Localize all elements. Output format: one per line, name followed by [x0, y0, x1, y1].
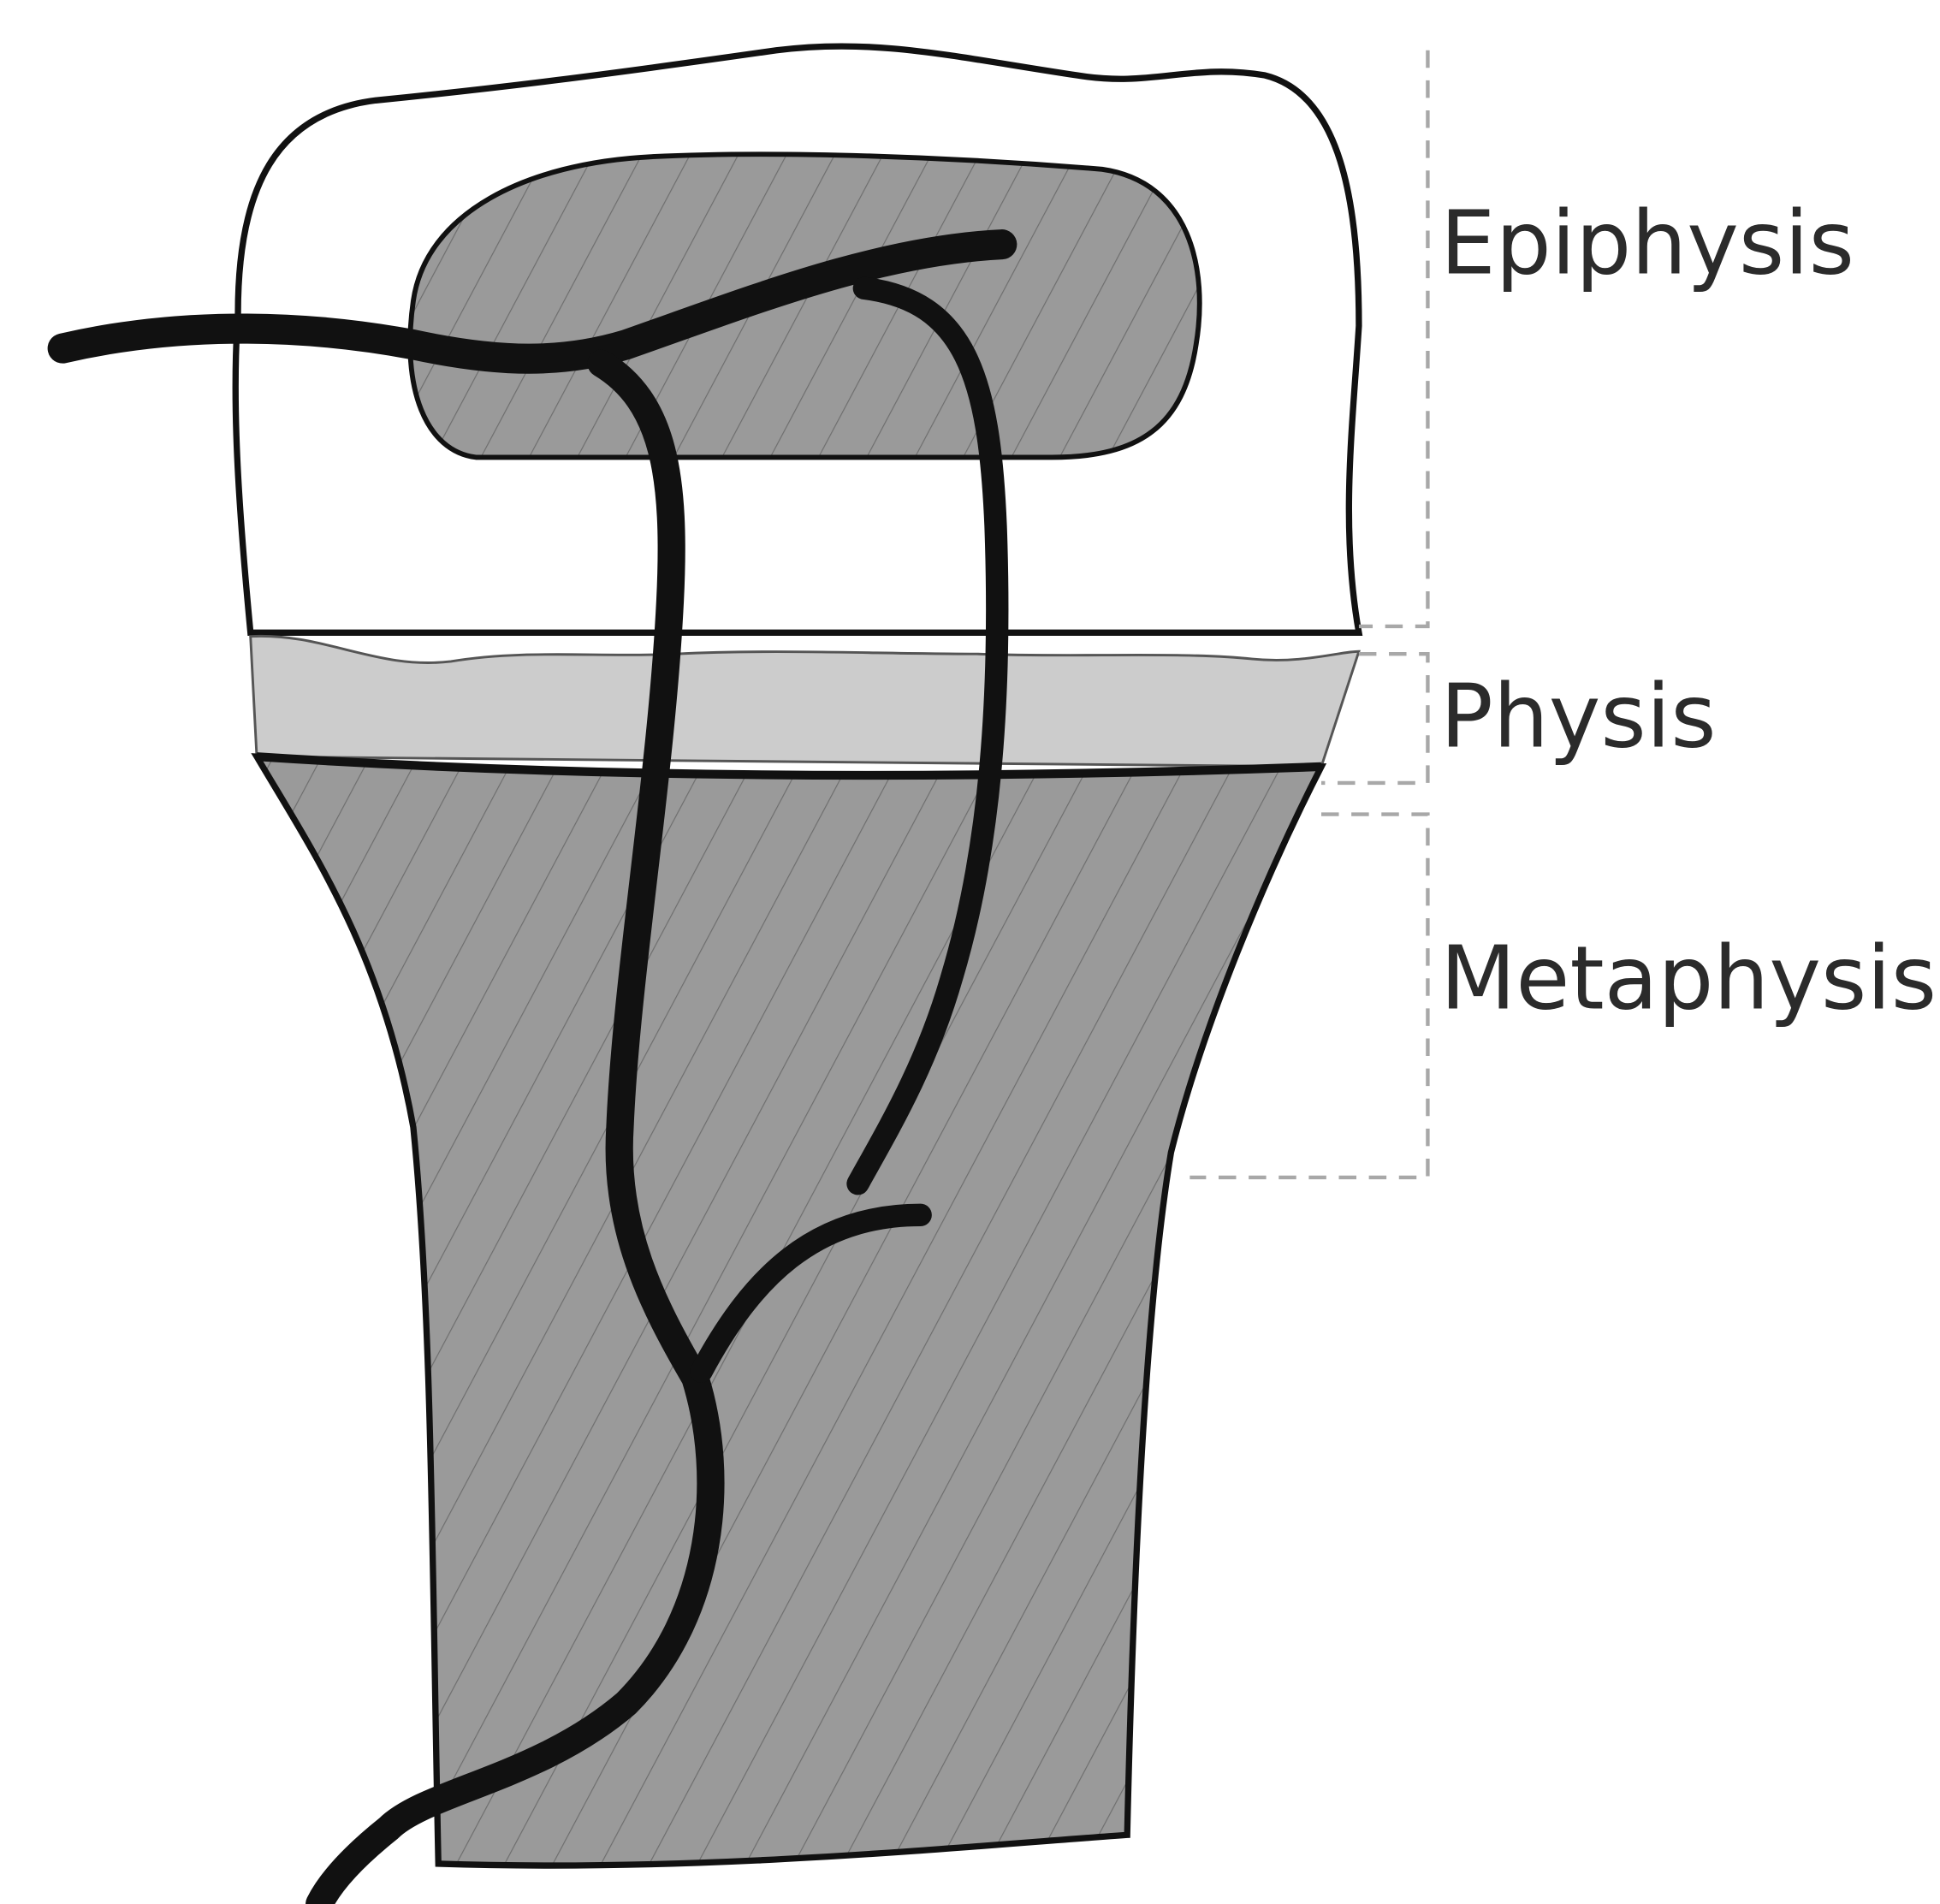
- metaphysis-body: [257, 756, 1321, 1865]
- epiphysis-bracket: [1359, 50, 1427, 626]
- epiphysis-label: Epiphysis: [1440, 193, 1854, 294]
- physis-band: [251, 636, 1359, 767]
- physis-label: Physis: [1440, 666, 1717, 768]
- ossification-center: [410, 154, 1200, 457]
- metaphysis-label: Metaphysis: [1440, 928, 1937, 1029]
